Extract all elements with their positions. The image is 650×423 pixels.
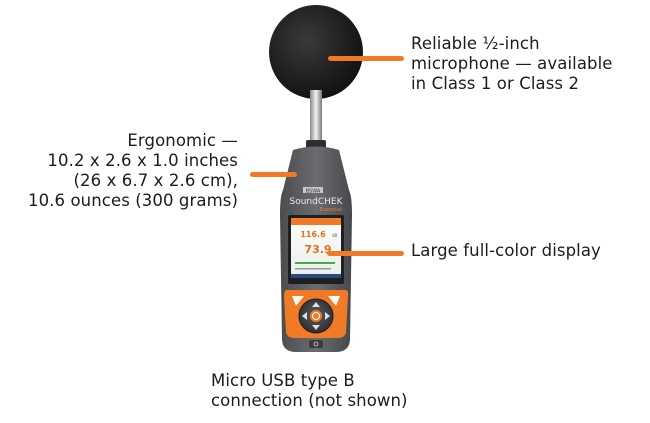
ergonomic-callout: Ergonomic — 10.2 x 2.6 x 1.0 inches (26 …: [2, 131, 238, 211]
display-callout-line-1: Large full-color display: [411, 241, 601, 260]
dpad-right-arrow: [325, 312, 330, 320]
ergonomic-callout-line-2: 10.2 x 2.6 x 1.0 inches: [47, 151, 238, 170]
usb-callout-line-2: connection (not shown): [211, 391, 408, 410]
microphone-callout-pointer: [328, 56, 404, 61]
ergonomic-callout-line-4: 10.6 ounces (300 grams): [27, 191, 238, 210]
microphone-callout-line-1: Reliable ½-inch: [411, 34, 540, 53]
microphone-callout: Reliable ½-inch microphone — available i…: [411, 34, 613, 94]
microphone-rod: [310, 90, 322, 148]
product-edition: Essential: [320, 207, 342, 213]
microphone-callout-line-2: microphone — available: [411, 54, 613, 73]
microphone-callout-line-3: in Class 1 or Class 2: [411, 74, 580, 93]
ergonomic-callout-line-3: (26 x 6.7 x 2.6 cm),: [73, 171, 238, 190]
soft-key-right: [328, 296, 340, 306]
display-callout: Large full-color display: [411, 241, 601, 261]
brand-badge: [303, 187, 323, 193]
display-secondary-value: 73.9: [304, 243, 331, 256]
ergonomic-callout-line-1: Ergonomic —: [127, 131, 238, 150]
display-level-bar: [295, 262, 335, 264]
display-primary-unit: dB: [332, 233, 338, 238]
soft-key-left: [292, 296, 304, 306]
product-name: SoundCHEK: [290, 197, 344, 207]
display-callout-pointer: [327, 251, 404, 256]
display-header-bar: [291, 218, 341, 225]
dpad-left-arrow: [302, 312, 307, 320]
windscreen: [269, 5, 363, 99]
usb-callout-line-1: Micro USB type B: [211, 371, 355, 390]
brand-badge-text: BSWA: [306, 188, 321, 194]
display-primary-value: 116.6: [300, 230, 326, 239]
ok-icon: [310, 310, 322, 322]
dpad-up-arrow: [312, 302, 320, 307]
usb-callout: Micro USB type B connection (not shown): [211, 371, 408, 411]
power-icon: [313, 341, 319, 347]
dpad-down-arrow: [312, 325, 320, 330]
power-button: [309, 340, 323, 348]
ergonomic-callout-pointer: [250, 172, 297, 177]
